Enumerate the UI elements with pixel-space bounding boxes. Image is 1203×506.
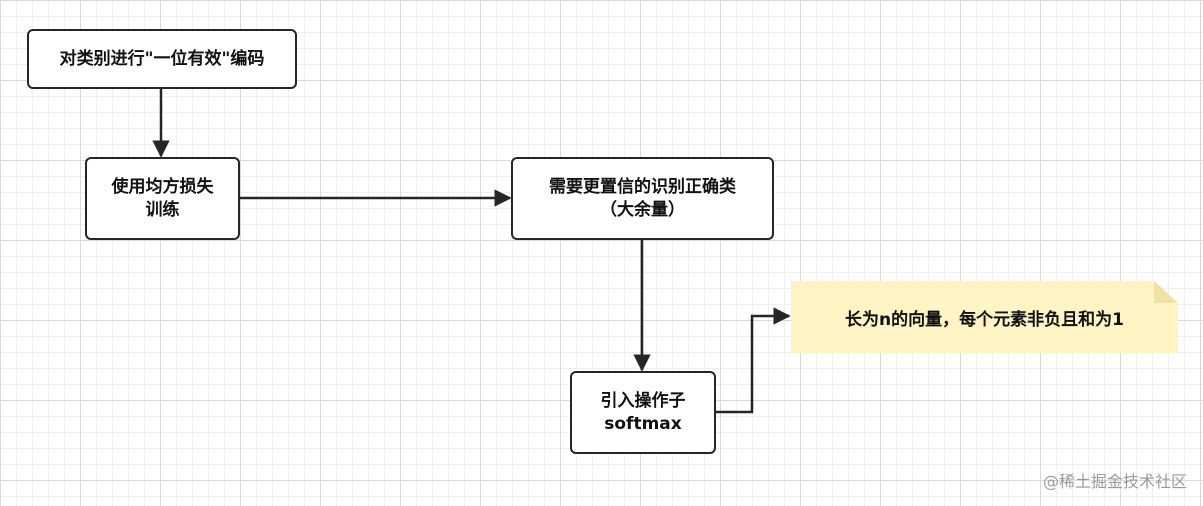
sticky-note[interactable]: 长为n的向量，每个元素非负且和为1 (791, 281, 1178, 353)
watermark-text: @稀土掘金技术社区 (1042, 472, 1187, 491)
node-one-hot-encoding[interactable]: 对类别进行"一位有效"编码 (27, 29, 297, 89)
node-label-line: （大余量） (600, 199, 685, 220)
node-label-line: 训练 (145, 199, 180, 220)
node-label-line: 使用均方损失 (111, 176, 214, 197)
node-label-line: softmax (604, 413, 682, 434)
arrow-softmax-to-note (716, 307, 791, 414)
sticky-note-shape (791, 281, 1178, 353)
node-softmax-operator[interactable]: 引入操作子 softmax (570, 371, 716, 454)
node-label-line: 对类别进行"一位有效"编码 (59, 48, 265, 69)
node-label-line: 需要更置信的识别正确类 (549, 176, 736, 197)
node-squared-loss-training[interactable]: 使用均方损失 训练 (85, 157, 240, 240)
node-label-line: 引入操作子 (600, 390, 686, 411)
node-confident-correct-class[interactable]: 需要更置信的识别正确类 （大余量） (511, 157, 774, 240)
sticky-note-text: 长为n的向量，每个元素非负且和为1 (845, 309, 1124, 330)
